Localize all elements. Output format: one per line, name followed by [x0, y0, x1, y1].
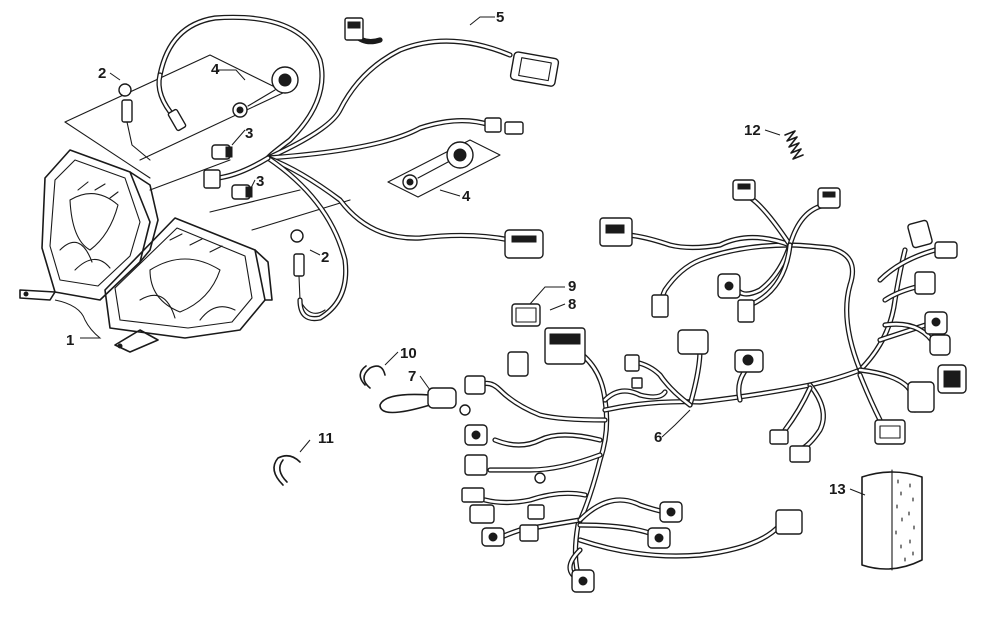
socket-upper	[118, 83, 151, 161]
callout-12: 12	[744, 122, 761, 139]
callout-labels: 1 2 2 3 3 4 4 5 6 7 8 9 10 11 12 13	[66, 9, 846, 498]
callout-3-upper: 3	[245, 125, 253, 142]
callout-6: 6	[654, 429, 662, 446]
callout-2-lower: 2	[321, 249, 329, 266]
callout-9: 9	[568, 278, 576, 295]
main-wiring-harness	[459, 179, 967, 593]
callout-1: 1	[66, 332, 74, 349]
callout-4-lower: 4	[462, 188, 471, 205]
sensor-with-loop	[379, 387, 457, 414]
callout-4-upper: 4	[211, 61, 220, 78]
bulb-upper	[211, 144, 233, 160]
callout-5: 5	[496, 9, 504, 26]
exploded-view-frames	[64, 54, 501, 231]
headlight-assembly-left	[19, 149, 159, 301]
headlight-harness	[156, 14, 560, 322]
clip-small	[359, 365, 386, 389]
callout-3-lower: 3	[256, 173, 264, 190]
callout-2-upper: 2	[98, 65, 106, 82]
callout-leaders	[54, 16, 866, 496]
clip-large	[273, 454, 301, 486]
socket-lower	[290, 229, 326, 314]
headlight-assembly-right	[104, 217, 273, 353]
callout-7: 7	[408, 368, 416, 385]
callout-13: 13	[829, 481, 846, 498]
callout-8: 8	[568, 296, 576, 313]
connector-cover	[511, 303, 541, 327]
callout-11: 11	[318, 430, 334, 447]
protective-sleeve	[861, 469, 923, 571]
callout-10: 10	[400, 345, 417, 362]
spring	[784, 130, 804, 160]
bulb-lower	[231, 184, 253, 200]
adjuster-lower	[402, 141, 474, 190]
adjuster-upper	[232, 66, 299, 118]
